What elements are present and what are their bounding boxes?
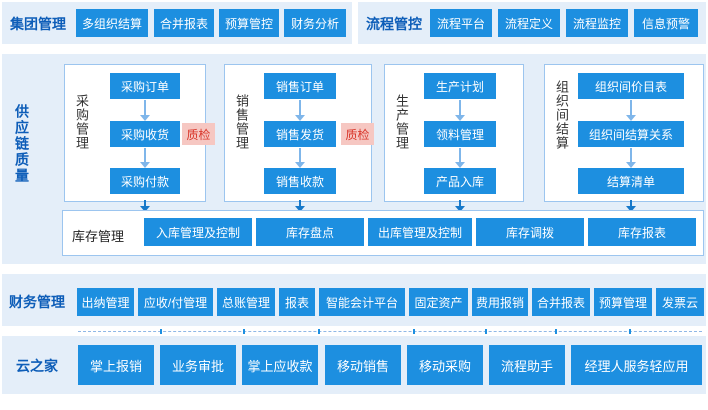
purchase-label: 采购管理 — [74, 94, 89, 150]
inventory-stocktaking[interactable]: 库存盘点 — [256, 218, 364, 246]
finance-cloud-connector — [78, 331, 702, 332]
finance-fixed-assets[interactable]: 固定资产 — [409, 288, 468, 316]
inventory-transfer[interactable]: 库存调拨 — [476, 218, 584, 246]
sales-label: 销售管理 — [234, 94, 249, 150]
purchase-payment[interactable]: 采购付款 — [110, 168, 180, 194]
sales-quality-check[interactable]: 质检 — [341, 123, 374, 145]
finance-report[interactable]: 报表 — [279, 288, 315, 316]
finance-title: 财务管理 — [9, 294, 65, 310]
cloud-home-title: 云之家 — [16, 358, 58, 374]
purchase-order[interactable]: 采购订单 — [110, 73, 180, 99]
sales-arrow-1 — [295, 100, 305, 121]
settlement-label: 组织间结算 — [554, 80, 569, 150]
finance-cashier[interactable]: 出纳管理 — [77, 288, 134, 316]
purchase-arrow-2 — [140, 148, 150, 168]
process-control-title: 流程管控 — [366, 16, 422, 32]
process-item-definition[interactable]: 流程定义 — [498, 9, 560, 37]
settlement-list[interactable]: 结算清单 — [578, 168, 684, 194]
sales-arrow-2 — [295, 148, 305, 168]
process-item-platform[interactable]: 流程平台 — [430, 9, 492, 37]
connector-tick-7 — [629, 329, 631, 334]
cloud-business-approval[interactable]: 业务审批 — [160, 345, 236, 385]
connector-tick-1 — [160, 329, 162, 334]
connector-tick-6 — [555, 329, 557, 334]
settlement-arrow-1 — [626, 100, 636, 121]
connector-tick-4 — [413, 329, 415, 334]
finance-invoice-cloud[interactable]: 发票云 — [656, 288, 704, 316]
production-plan[interactable]: 生产计划 — [424, 73, 496, 99]
connector-tick-2 — [243, 329, 245, 334]
inventory-report[interactable]: 库存报表 — [588, 218, 696, 246]
cloud-mobile-procurement[interactable]: 移动采购 — [407, 345, 483, 385]
sales-collection[interactable]: 销售收款 — [264, 168, 336, 194]
finance-receivable-payable[interactable]: 应收/付管理 — [138, 288, 213, 316]
process-item-alert[interactable]: 信息预警 — [634, 9, 698, 37]
inventory-inbound-control[interactable]: 入库管理及控制 — [144, 218, 252, 246]
cloud-manager-light-app[interactable]: 经理人服务轻应用 — [571, 345, 702, 385]
group-item-financial-analysis[interactable]: 财务分析 — [284, 9, 346, 37]
connector-tick-5 — [485, 329, 487, 334]
group-management-title: 集团管理 — [10, 16, 66, 32]
cloud-mobile-sales[interactable]: 移动销售 — [325, 345, 401, 385]
sales-to-inventory-arrow — [295, 200, 305, 212]
production-arrow-2 — [455, 148, 465, 168]
group-item-budget-control[interactable]: 预算管控 — [219, 9, 279, 37]
finance-general-ledger[interactable]: 总账管理 — [217, 288, 275, 316]
settlement-to-inventory-arrow — [626, 200, 636, 212]
purchase-receipt[interactable]: 采购收货 — [110, 121, 180, 147]
purchase-arrow-1 — [140, 100, 150, 121]
production-material-picking[interactable]: 领料管理 — [424, 121, 496, 147]
sales-order[interactable]: 销售订单 — [264, 73, 336, 99]
production-label: 生产管理 — [394, 94, 409, 150]
cloud-process-assistant[interactable]: 流程助手 — [489, 345, 565, 385]
group-item-consolidated-report[interactable]: 合并报表 — [154, 9, 214, 37]
inventory-label: 库存管理 — [72, 229, 125, 244]
cloud-mobile-receivables[interactable]: 掌上应收款 — [242, 345, 318, 385]
production-warehousing[interactable]: 产品入库 — [424, 168, 496, 194]
inventory-outbound-control[interactable]: 出库管理及控制 — [368, 218, 472, 246]
finance-budget-management[interactable]: 预算管理 — [594, 288, 652, 316]
settlement-price-list[interactable]: 组织间价目表 — [578, 73, 684, 99]
purchase-quality-check[interactable]: 质检 — [182, 123, 215, 145]
connector-tick-3 — [318, 329, 320, 334]
production-to-inventory-arrow — [455, 200, 465, 212]
cloud-mobile-reimbursement[interactable]: 掌上报销 — [78, 345, 154, 385]
finance-consolidated-report[interactable]: 合并报表 — [532, 288, 590, 316]
production-arrow-1 — [455, 100, 465, 121]
process-item-monitoring[interactable]: 流程监控 — [566, 9, 628, 37]
sales-delivery[interactable]: 销售发货 — [264, 121, 336, 147]
group-item-multi-org-settlement[interactable]: 多组织结算 — [76, 9, 148, 37]
finance-expense-reimbursement[interactable]: 费用报销 — [472, 288, 528, 316]
supply-chain-title: 供应链质量 — [14, 104, 30, 184]
purchase-to-inventory-arrow — [140, 200, 150, 212]
finance-smart-accounting[interactable]: 智能会计平台 — [319, 288, 405, 316]
settlement-arrow-2 — [626, 148, 636, 168]
settlement-relationship[interactable]: 组织间结算关系 — [578, 121, 684, 147]
